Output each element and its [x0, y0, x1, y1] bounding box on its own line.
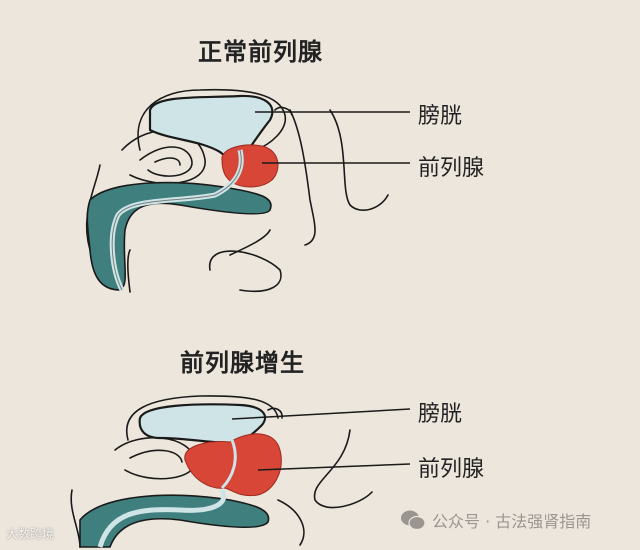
prostate-label-normal: 前列腺: [418, 156, 485, 181]
bladder-label-normal: 膀胱: [418, 104, 463, 129]
penile-tissue-hyperplasia: [79, 494, 270, 548]
bladder-normal: [148, 94, 274, 162]
prostate-leader-line-2: [257, 463, 411, 471]
corner-watermark: 大数跨境: [6, 527, 55, 541]
hyperplasia-title: 前列腺增生: [180, 349, 305, 377]
bladder-leader-line-2: [231, 408, 411, 420]
bladder-label-hyperplasia: 膀胱: [418, 402, 463, 427]
wechat-icon: [401, 510, 426, 531]
normal-prostate-diagram: [85, 88, 410, 293]
prostate-normal: [221, 144, 279, 188]
wechat-watermark: 公众号 · 古法强肾指南: [400, 508, 591, 532]
hyperplasia-diagram: [70, 395, 411, 548]
wechat-watermark-text: 公众号 · 古法强肾指南: [432, 512, 592, 531]
normal-prostate-title: 正常前列腺: [198, 38, 323, 66]
prostate-label-hyperplasia: 前列腺: [418, 457, 485, 482]
